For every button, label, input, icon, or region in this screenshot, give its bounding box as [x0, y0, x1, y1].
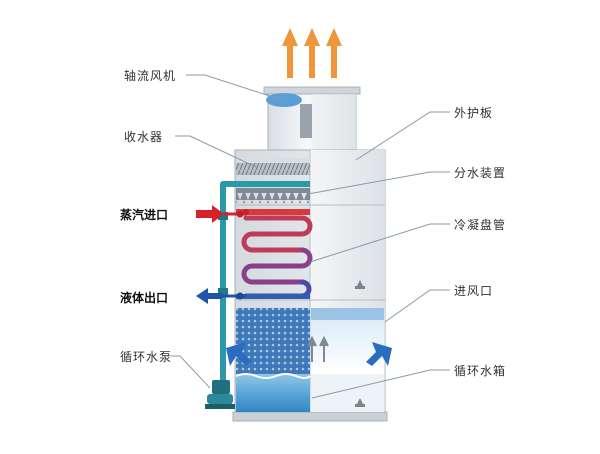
fan-housing: [263, 86, 361, 151]
exhaust-arrow-1: [282, 28, 298, 78]
label-axial-fan: 轴流风机: [124, 69, 177, 83]
air-flow-marks: [307, 335, 329, 362]
exhaust-air-arrows: [282, 28, 342, 78]
leader-lines: [162, 74, 450, 399]
label-outer-panel: 外护板: [454, 106, 494, 120]
label-water-basin: 循环水箱: [454, 364, 507, 378]
exhaust-arrow-3: [326, 28, 342, 78]
label-condensing-coil: 冷凝盘管: [454, 218, 507, 232]
drift-eliminator: [236, 163, 310, 175]
label-liquid-outlet: 液体出口: [120, 291, 169, 305]
steam-inlet-arrow: [196, 205, 246, 223]
label-water-distributor: 分水装置: [454, 166, 507, 180]
circulating-water-basin: [236, 374, 310, 412]
steam-header: [236, 209, 310, 215]
air-inlet-arrow-right: [366, 342, 392, 366]
label-drift-eliminator: 收水器: [124, 130, 164, 144]
exhaust-arrow-2: [304, 28, 320, 78]
brand-mark: [355, 280, 365, 407]
label-circulating-pump: 循环水泵: [120, 350, 173, 364]
water-distributor: [236, 188, 310, 203]
liquid-outlet-arrow: [196, 288, 246, 304]
label-air-inlet: 进风口: [454, 284, 494, 298]
axial-fan-blade: [266, 93, 302, 107]
label-steam-inlet: 蒸汽进口: [120, 208, 169, 222]
circulating-pump: [205, 380, 235, 409]
pipe-valve: [218, 212, 228, 220]
air-inlet-arrow-left: [226, 342, 252, 366]
